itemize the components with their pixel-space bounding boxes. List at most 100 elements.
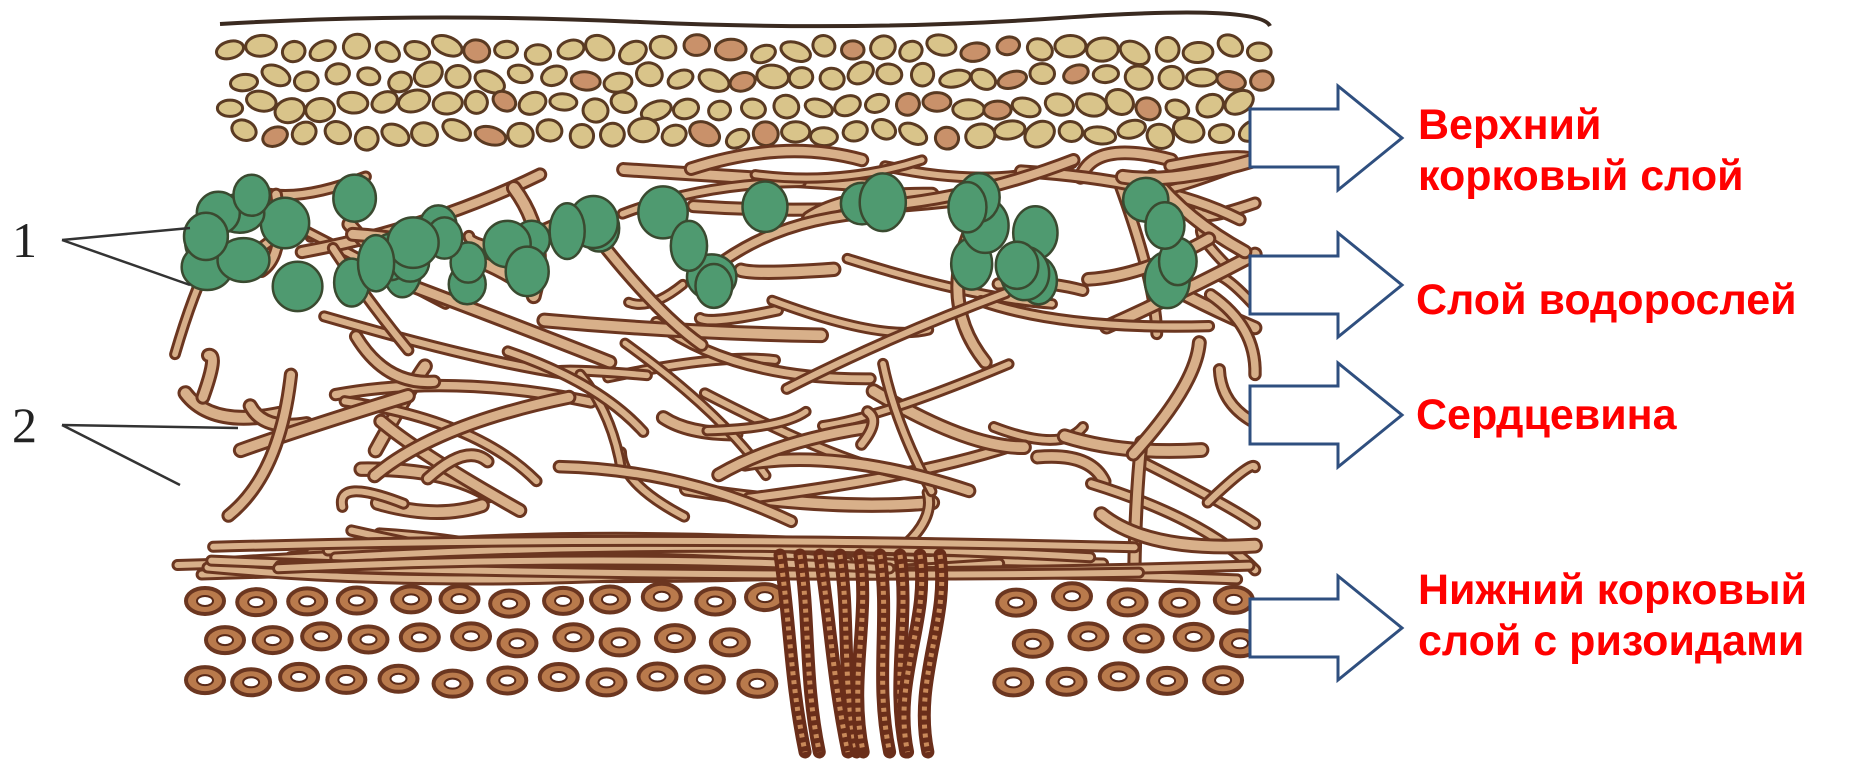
cortex-cell <box>756 63 790 89</box>
cortex-cell <box>337 91 369 114</box>
algae-cell <box>671 221 707 271</box>
cortex-cell <box>1043 91 1076 118</box>
cortex-cell <box>869 116 899 143</box>
cortex-cell <box>214 38 245 62</box>
label-arrows <box>1250 86 1402 680</box>
cortex-cell <box>378 120 412 150</box>
cortex-cell <box>659 122 689 149</box>
cortex-cell <box>995 35 1021 57</box>
cortex-cell <box>1102 85 1138 120</box>
lower-cortex-cell-lumen <box>501 599 517 609</box>
cortex-cell <box>1214 31 1246 61</box>
cortex-cell <box>440 115 474 144</box>
cortex-cell <box>964 122 997 150</box>
algae-cell <box>996 242 1038 289</box>
marker-pointer-line <box>62 228 190 240</box>
cortex-cell <box>1156 37 1180 62</box>
cortex-cell <box>432 91 463 115</box>
lower-cortex-cell-lumen <box>697 674 713 684</box>
cortex-cell <box>1116 36 1153 69</box>
lower-cortex-cell-lumen <box>1159 676 1175 686</box>
label-lower-cortex-line1: Нижний корковый <box>1418 565 1807 616</box>
cortex-cell <box>960 41 991 63</box>
cortex-cell <box>581 97 610 124</box>
cortex-cell <box>507 63 534 85</box>
lower-cortex-cell-lumen <box>757 592 773 602</box>
lower-cortex-cell-lumen <box>722 637 738 647</box>
cortex-cell <box>665 67 695 92</box>
cortex-cell <box>539 63 569 89</box>
cortex-cell <box>686 117 724 150</box>
algae-cell <box>506 247 549 296</box>
cortex-cell <box>953 100 985 119</box>
algae-cell <box>273 262 323 311</box>
rhizoid <box>780 555 942 752</box>
lower-cortex-cell-lumen <box>612 637 628 647</box>
cortex-cell <box>1010 95 1042 120</box>
cortex-cell <box>409 120 440 149</box>
cortex-cell <box>867 32 898 62</box>
lower-cortex-cell-lumen <box>749 679 765 689</box>
lower-cortex-cell-lumen <box>1080 631 1096 641</box>
algae-cell <box>948 182 986 232</box>
label-algae-layer-line1: Слой водорослей <box>1416 275 1797 326</box>
cortex-cell <box>841 119 869 144</box>
cortex-cell <box>634 60 665 88</box>
cortex-cell <box>968 65 999 93</box>
cortex-cell <box>410 57 447 91</box>
cortex-cell <box>535 117 564 143</box>
lower-cortex-cell-lumen <box>1215 675 1231 685</box>
fungal-hyphae-layer <box>175 151 1255 580</box>
lower-cortex-cell-lumen <box>650 672 666 682</box>
cortex-cell <box>230 73 259 92</box>
cortex-cell <box>352 124 382 154</box>
lower-cortex-cell-lumen <box>499 675 515 685</box>
lower-cortex-cell-lumen <box>1005 677 1021 687</box>
algae-cell <box>1145 202 1184 249</box>
cortex-cell <box>229 116 260 144</box>
algae-cell <box>184 213 228 260</box>
cortex-cell <box>810 127 838 146</box>
marker-pointer-line <box>62 425 180 485</box>
cortex-cell <box>715 39 746 61</box>
lower-cortex-cell-lumen <box>1059 677 1075 687</box>
cortex-cell <box>696 66 732 96</box>
cortex-cell <box>1093 65 1120 84</box>
marker-pointer-line <box>62 425 238 428</box>
block-arrow <box>1250 363 1402 467</box>
cortex-cell <box>294 71 319 92</box>
cortex-cell <box>549 93 577 111</box>
block-arrow <box>1250 576 1402 680</box>
cortex-cell <box>781 122 809 143</box>
cortex-cell <box>1055 36 1086 57</box>
lower-cortex-cell-lumen <box>412 632 428 642</box>
algae-cell <box>358 235 394 291</box>
cortex-cell <box>683 34 710 56</box>
cortex-cell <box>934 125 961 151</box>
lower-cortex-cell-lumen <box>1111 671 1127 681</box>
lower-cortex-cell-lumen <box>217 635 233 645</box>
cortex-cell <box>324 61 352 86</box>
label-algae-layer: Слой водорослей <box>1416 275 1797 326</box>
cortex-cell <box>844 58 877 88</box>
cortex-cell <box>1123 64 1154 92</box>
cortex-cell <box>1247 43 1271 61</box>
cortex-cell <box>993 119 1026 141</box>
cortex-cell <box>671 96 700 121</box>
cortex-cell <box>1186 69 1217 86</box>
lower-cortex-cell-lumen <box>1226 595 1242 605</box>
cortex-cell <box>462 38 491 64</box>
lower-cortex-cell-lumen <box>291 672 307 682</box>
cortex-cell <box>340 31 373 62</box>
cortex-cell <box>787 66 814 90</box>
cortex-cell <box>938 68 972 90</box>
lower-cortex-cell-lumen <box>667 633 683 643</box>
lower-cortex-cell-lumen <box>265 635 281 645</box>
label-upper-cortex: Верхний корковый слой <box>1418 100 1744 201</box>
cortex-cell <box>1249 69 1275 93</box>
cortex-cell <box>897 38 926 65</box>
algae-cell <box>233 175 269 216</box>
cortex-cell <box>598 121 626 148</box>
cortex-cell <box>1183 42 1214 64</box>
label-upper-cortex-line2: корковый слой <box>1418 151 1744 202</box>
